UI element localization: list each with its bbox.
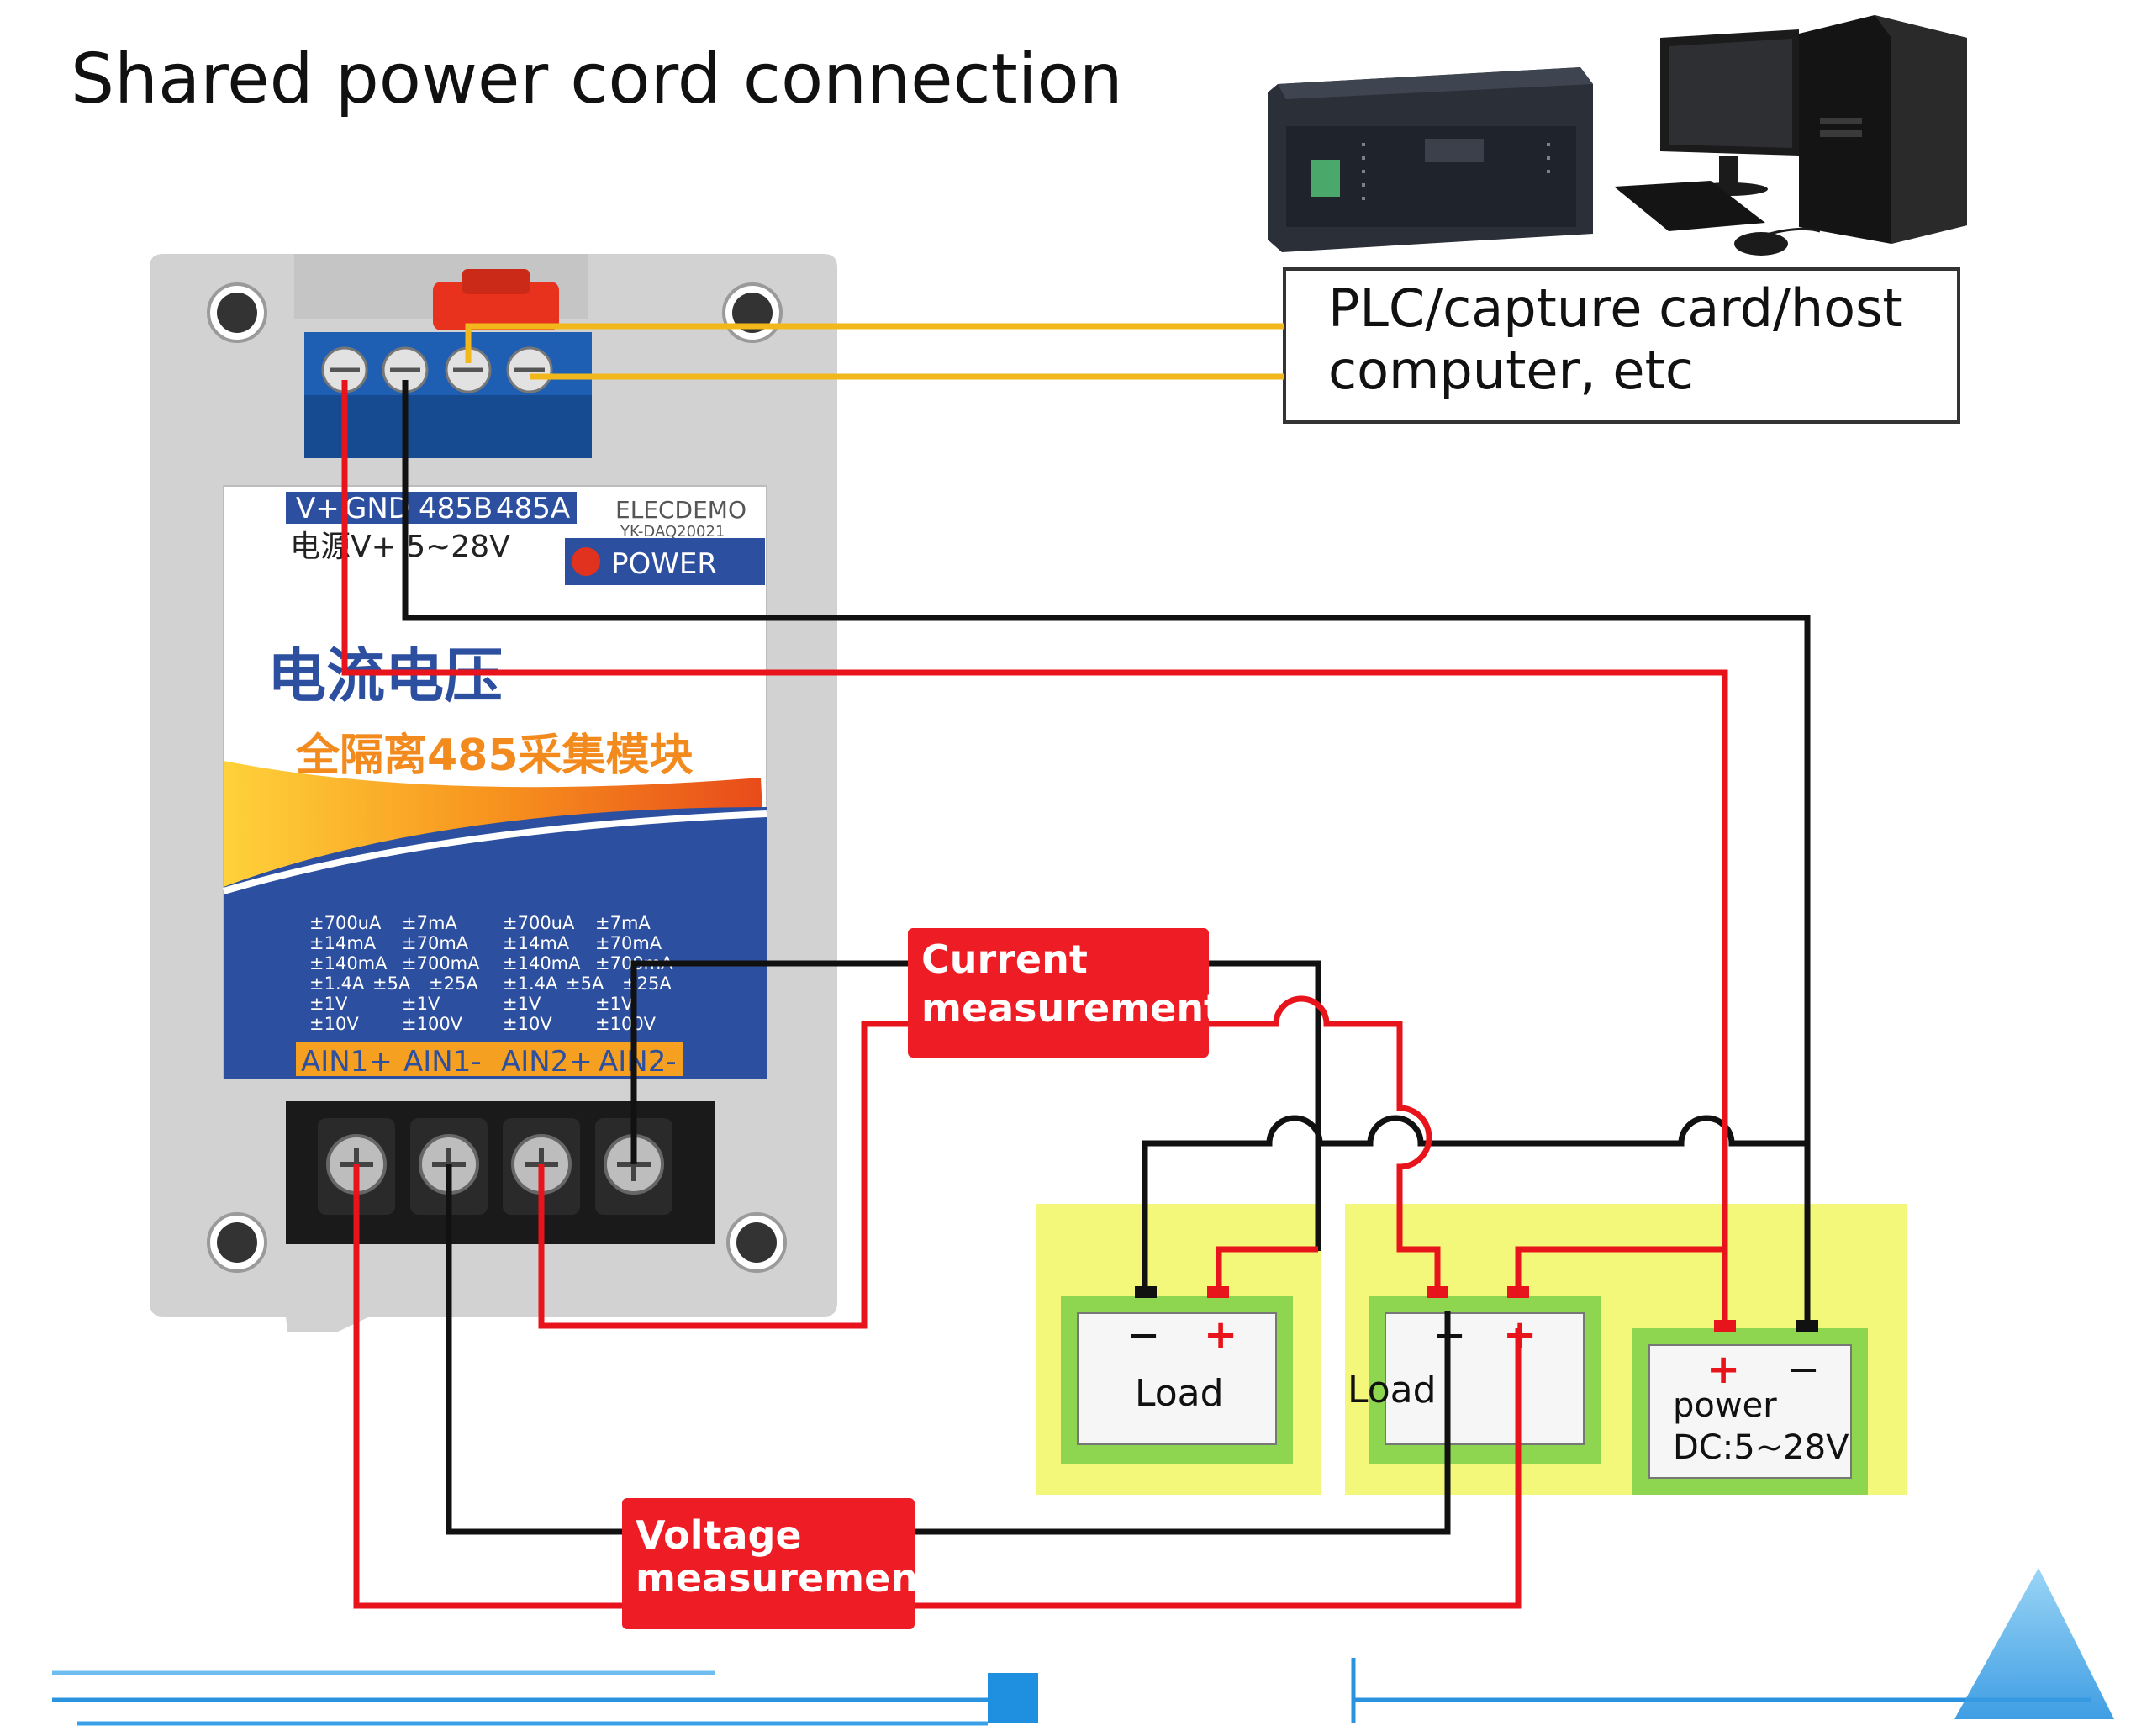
module-title-cn: 电流电压 [267, 641, 503, 710]
svg-text:±10V: ±10V [503, 1014, 552, 1034]
svg-text:±10V: ±10V [309, 1014, 359, 1034]
svg-text:±1V: ±1V [503, 994, 541, 1014]
svg-text:±100V: ±100V [595, 1014, 657, 1034]
power-line2: DC:5~28V [1673, 1428, 1849, 1467]
model-number: YK-DAQ20021 [620, 523, 725, 541]
load-1: − + Load [1061, 1296, 1293, 1464]
voltage-label-line1: Voltage [636, 1512, 802, 1558]
decorative-triangle [1954, 1568, 2114, 1719]
host-computer-image [1614, 15, 1967, 256]
svg-text:±14mA: ±14mA [309, 933, 377, 953]
acquisition-module: V+ GND 485B 485A 电源V+ 5~28V ELECDEMO YK-… [150, 254, 837, 1332]
svg-text:±7mA: ±7mA [402, 913, 457, 933]
svg-text:±700uA: ±700uA [309, 913, 382, 933]
power-minus: − [1786, 1346, 1820, 1393]
bottom-terminal-ain2plus: AIN2+ [501, 1045, 593, 1079]
power-note: 电源V+ 5~28V [290, 530, 510, 564]
svg-text:±5A: ±5A [566, 974, 604, 994]
top-screw-row [321, 346, 553, 393]
decorative-square [988, 1673, 1038, 1723]
svg-text:±70mA: ±70mA [402, 933, 469, 953]
svg-text:±700uA: ±700uA [503, 913, 575, 933]
voltage-label-line2: measurement [636, 1555, 936, 1601]
power-led [572, 547, 600, 576]
svg-text:±14mA: ±14mA [503, 933, 570, 953]
top-terminal-485a: 485A [496, 492, 570, 525]
load-1-plus: + [1204, 1311, 1237, 1359]
svg-text:±100V: ±100V [402, 1014, 463, 1034]
bottom-terminal-ain2minus: AIN2- [599, 1045, 677, 1079]
top-terminal-485b: 485B [419, 492, 493, 525]
svg-text:±70mA: ±70mA [595, 933, 662, 953]
page-title: Shared power cord connection [71, 40, 1123, 119]
load-1-minus: − [1126, 1311, 1160, 1359]
range-table-left: ±700uA ±7mA ±14mA ±70mA ±140mA ±700mA ±1.4A… [309, 913, 480, 1034]
top-terminal-vplus: V+ [296, 492, 340, 525]
brand-logo: ELECDEMO [615, 496, 746, 524]
svg-text:±25A: ±25A [622, 974, 672, 994]
load-1-label: Load [1135, 1372, 1224, 1415]
plc-device-image [1268, 67, 1593, 252]
svg-text:±1V: ±1V [309, 994, 348, 1014]
range-table-right: ±700uA±7mA ±14mA±70mA ±140mA±700mA ±1.4A… [503, 913, 673, 1034]
svg-text:±7mA: ±7mA [595, 913, 651, 933]
host-box-line2: computer, etc [1328, 340, 1694, 401]
current-label-line2: measurement [921, 985, 1222, 1031]
svg-text:±140mA: ±140mA [309, 953, 388, 974]
module-subtitle-cn: 全隔离485采集模块 [295, 731, 694, 781]
top-terminal-gnd: GND [345, 492, 410, 525]
red-wires [341, 380, 1728, 1609]
power-supply: + − power DC:5~28V [1632, 1328, 1868, 1495]
bottom-terminal-ain1minus: AIN1- [404, 1045, 482, 1079]
current-label-line1: Current [921, 937, 1088, 982]
black-wires [402, 380, 1811, 1535]
svg-text:±1V: ±1V [402, 994, 440, 1014]
voltage-measurement-label: Voltage measurement [622, 1498, 936, 1629]
power-led-label: POWER [611, 547, 717, 581]
svg-text:±1.4A: ±1.4A [503, 974, 558, 994]
svg-text:±1V: ±1V [595, 994, 634, 1014]
svg-text:±25A: ±25A [429, 974, 478, 994]
host-box-line1: PLC/capture card/host [1328, 277, 1903, 339]
load-2-label: Load [1348, 1369, 1437, 1411]
host-box [1283, 267, 1960, 424]
power-line1: power [1673, 1386, 1777, 1425]
svg-text:±5A: ±5A [372, 974, 411, 994]
svg-text:±140mA: ±140mA [503, 953, 581, 974]
load-terminal-tabs [1135, 1286, 1818, 1332]
decorative-frame [50, 647, 2094, 1726]
load-2: − + Load [1348, 1296, 1601, 1464]
svg-text:±700mA: ±700mA [402, 953, 480, 974]
svg-text:±1.4A: ±1.4A [309, 974, 365, 994]
rs485-wires [465, 323, 1284, 380]
current-measurement-label: Current measurement [908, 928, 1222, 1058]
power-plus: + [1706, 1346, 1740, 1393]
bottom-terminal-ain1plus: AIN1+ [301, 1045, 393, 1079]
